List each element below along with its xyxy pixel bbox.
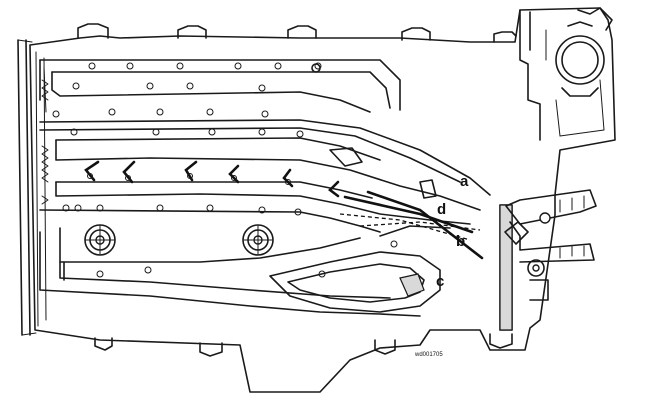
- upper-right-mechanism: [519, 7, 613, 141]
- fan-right: [242, 224, 274, 256]
- channel-step: [329, 147, 437, 199]
- top-tabs: [77, 23, 517, 43]
- vane-chevrons: [84, 160, 340, 198]
- air-channels: [39, 119, 491, 233]
- lever-mechanism: [499, 189, 597, 331]
- lower-loop: [269, 251, 441, 313]
- screw-holes: [52, 62, 398, 278]
- bottom-tabs: [94, 333, 513, 357]
- lower-channel: [39, 227, 421, 317]
- label-b: b: [456, 233, 465, 250]
- label-c: c: [436, 273, 444, 290]
- reference-code: wd001705: [414, 352, 443, 358]
- fan-left: [84, 224, 116, 256]
- upper-channel: [39, 59, 401, 113]
- label-a: a: [460, 173, 469, 190]
- label-d: d: [437, 201, 446, 218]
- flap-blades: [339, 190, 484, 260]
- left-edge-hatch: [41, 79, 49, 205]
- left-frame: [17, 39, 37, 336]
